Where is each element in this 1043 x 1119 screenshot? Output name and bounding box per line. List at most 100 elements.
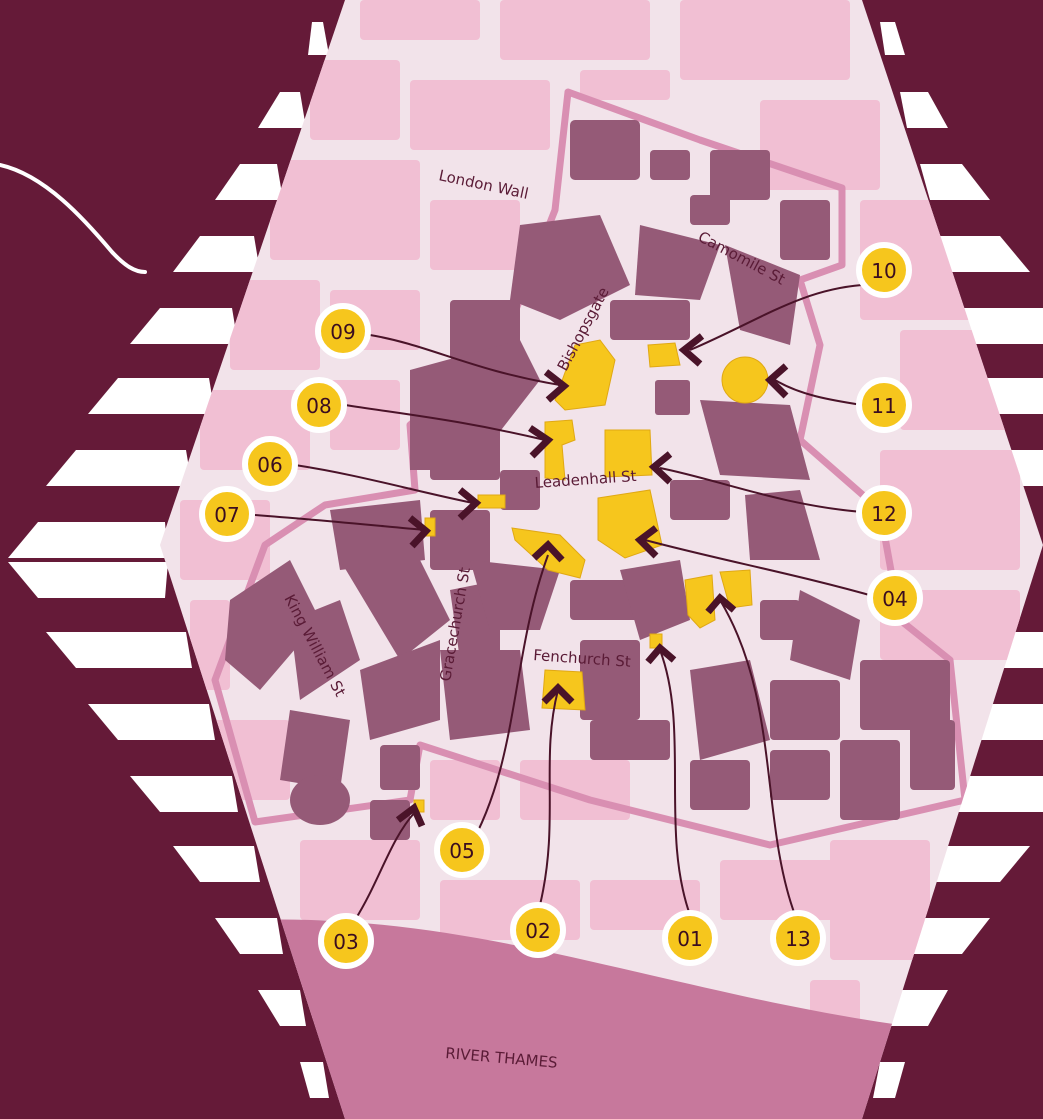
stripe bbox=[880, 22, 905, 55]
block bbox=[650, 150, 690, 180]
marker-label: 01 bbox=[677, 927, 702, 951]
marker-04[interactable]: 04 bbox=[867, 570, 923, 626]
stripe bbox=[258, 990, 306, 1026]
block bbox=[310, 60, 400, 140]
marker-08[interactable]: 08 bbox=[291, 377, 347, 433]
marker-badge[interactable] bbox=[434, 822, 490, 878]
marker-label: 12 bbox=[871, 502, 896, 526]
stripe bbox=[173, 236, 260, 272]
block bbox=[500, 0, 650, 60]
stripe bbox=[8, 562, 168, 598]
block bbox=[770, 750, 830, 800]
site-10 bbox=[647, 342, 681, 368]
marker-label: 11 bbox=[871, 394, 896, 418]
leader-13 bbox=[719, 599, 796, 916]
block bbox=[710, 150, 770, 200]
block bbox=[230, 280, 320, 370]
marker-11[interactable]: 11 bbox=[856, 377, 912, 433]
block bbox=[635, 225, 720, 300]
marker-badge[interactable] bbox=[242, 436, 298, 492]
site-11 bbox=[721, 356, 769, 404]
stripe bbox=[920, 164, 990, 200]
marker-badge[interactable] bbox=[856, 377, 912, 433]
stripe bbox=[985, 378, 1043, 414]
block bbox=[680, 0, 850, 80]
district-border bbox=[211, 88, 969, 849]
block bbox=[780, 200, 830, 260]
marker-badge[interactable] bbox=[662, 910, 718, 966]
arrow-04 bbox=[634, 525, 659, 559]
block bbox=[510, 215, 630, 320]
block bbox=[690, 195, 730, 225]
block bbox=[720, 860, 840, 920]
site-05 bbox=[511, 527, 586, 579]
block bbox=[590, 720, 670, 760]
block bbox=[430, 510, 490, 570]
marker-badge[interactable] bbox=[510, 902, 566, 958]
block bbox=[690, 660, 770, 760]
leader-lines bbox=[254, 284, 881, 921]
block bbox=[225, 560, 320, 690]
marker-12[interactable]: 12 bbox=[856, 485, 912, 541]
arrow-09 bbox=[543, 369, 570, 403]
block bbox=[290, 775, 350, 825]
block bbox=[670, 480, 730, 520]
block bbox=[860, 660, 950, 730]
arrow-11 bbox=[764, 363, 789, 399]
block bbox=[770, 680, 840, 740]
arrow-02 bbox=[541, 683, 575, 705]
leader-12 bbox=[659, 467, 863, 513]
stripe bbox=[8, 522, 168, 558]
block bbox=[760, 600, 800, 640]
markers: 01 02 03 04 05 06 07 08 bbox=[199, 242, 923, 969]
marker-07[interactable]: 07 bbox=[199, 486, 255, 542]
leader-08 bbox=[344, 404, 546, 441]
marker-02[interactable]: 02 bbox=[510, 902, 566, 958]
site-08 bbox=[544, 419, 576, 481]
marker-06[interactable]: 06 bbox=[242, 436, 298, 492]
stripe bbox=[130, 776, 238, 812]
arrow-01 bbox=[645, 643, 677, 665]
marker-badge[interactable] bbox=[318, 913, 374, 969]
block bbox=[470, 560, 560, 630]
leader-02 bbox=[539, 689, 559, 906]
marker-13[interactable]: 13 bbox=[770, 910, 826, 966]
block bbox=[570, 580, 640, 620]
marker-01[interactable]: 01 bbox=[662, 910, 718, 966]
marker-badge[interactable] bbox=[315, 303, 371, 359]
stripe bbox=[88, 704, 215, 740]
site-06 bbox=[477, 494, 506, 509]
block bbox=[430, 760, 500, 820]
marker-label: 10 bbox=[871, 259, 896, 283]
block bbox=[620, 560, 690, 640]
block bbox=[910, 720, 955, 790]
marker-10[interactable]: 10 bbox=[856, 242, 912, 298]
stripe bbox=[46, 632, 192, 668]
marker-badge[interactable] bbox=[856, 485, 912, 541]
leader-03 bbox=[354, 811, 416, 921]
marker-badge[interactable] bbox=[291, 377, 347, 433]
arrow-08 bbox=[528, 425, 554, 459]
marker-label: 08 bbox=[306, 394, 331, 418]
stripe bbox=[900, 92, 948, 128]
block bbox=[330, 500, 425, 570]
block bbox=[190, 600, 230, 690]
stripe bbox=[955, 776, 1043, 812]
marker-label: 09 bbox=[330, 320, 355, 344]
marker-badge[interactable] bbox=[856, 242, 912, 298]
block bbox=[880, 450, 1020, 570]
block bbox=[520, 760, 630, 820]
block bbox=[430, 400, 500, 480]
arrow-05 bbox=[531, 540, 565, 563]
marker-badge[interactable] bbox=[199, 486, 255, 542]
marker-badge[interactable] bbox=[770, 910, 826, 966]
block bbox=[370, 800, 410, 840]
stripe bbox=[173, 846, 260, 882]
marker-label: 05 bbox=[449, 839, 474, 863]
marker-09[interactable]: 09 bbox=[315, 303, 371, 359]
marker-05[interactable]: 05 bbox=[434, 822, 490, 878]
marker-03[interactable]: 03 bbox=[318, 913, 374, 969]
block bbox=[340, 560, 450, 660]
marker-badge[interactable] bbox=[867, 570, 923, 626]
